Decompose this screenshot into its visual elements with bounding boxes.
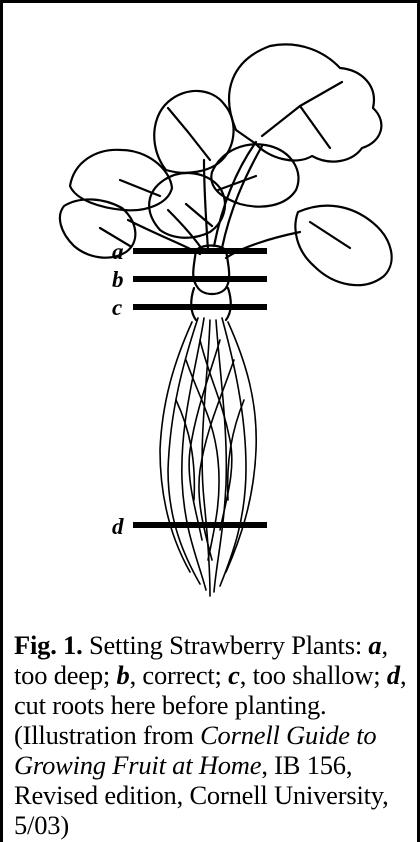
caption-intro: Setting Strawberry Plants: <box>83 630 369 660</box>
line-a <box>133 248 267 254</box>
caption-c-label: c <box>228 660 240 690</box>
caption-d-label: d <box>387 660 400 690</box>
leaf-right-middle <box>295 206 391 285</box>
label-a: a <box>112 240 124 263</box>
line-d <box>133 522 267 528</box>
caption-a-label: a <box>368 630 381 660</box>
label-c: c <box>112 296 122 319</box>
leaf-upper-center <box>154 91 233 173</box>
line-c <box>133 304 267 310</box>
label-d: d <box>112 515 124 538</box>
caption-fig-number: Fig. 1. <box>14 630 83 660</box>
caption-b-text: , correct; <box>130 660 229 690</box>
strawberry-plant-illustration <box>0 0 420 630</box>
caption-c-text: , too shallow; <box>240 660 387 690</box>
label-b: b <box>112 268 124 291</box>
stem-right-leaf <box>226 232 300 258</box>
leaf-left-lower <box>60 199 135 257</box>
stem-left <box>168 210 204 252</box>
figure-caption: Fig. 1. Setting Strawberry Plants: a, to… <box>14 630 409 840</box>
roots <box>160 318 256 596</box>
line-b <box>133 276 267 282</box>
stem-center <box>204 160 208 250</box>
caption-b-label: b <box>117 660 130 690</box>
